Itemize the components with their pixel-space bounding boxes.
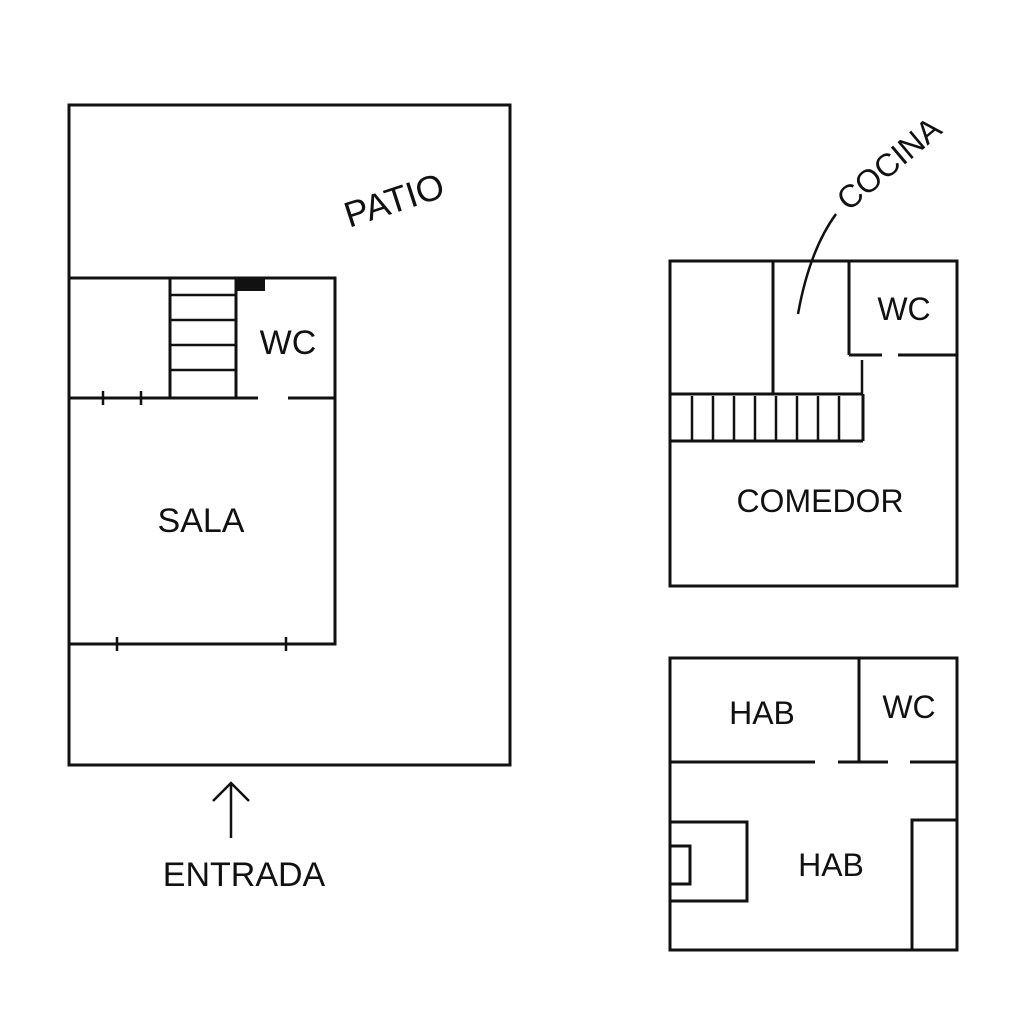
ground-floor-plan: PATIO WC SALA ENTRADA	[67, 103, 512, 894]
pillow-icon	[668, 844, 692, 886]
first-floor-plan: COCINA WC COMEDOR	[668, 109, 959, 588]
first-floor-outline	[668, 259, 959, 588]
wc-label: WC	[260, 324, 317, 362]
entrance-arrow-icon	[212, 781, 250, 838]
lot-outline	[67, 103, 512, 767]
cocina-leader-line	[796, 213, 838, 315]
cocina-label: COCINA	[830, 109, 949, 217]
sala-label: SALA	[158, 502, 245, 540]
comedor-label: COMEDOR	[736, 483, 903, 519]
second-floor-plan: HAB WC HAB	[668, 656, 959, 952]
interior-block-wall	[69, 276, 337, 646]
hab-label: HAB	[798, 847, 864, 883]
patio-label: PATIO	[339, 165, 449, 236]
staircase	[168, 278, 238, 398]
second-floor-outline	[668, 656, 959, 952]
column-marker	[237, 278, 265, 291]
wc-label: WC	[877, 291, 930, 327]
wardrobe-icon	[910, 818, 959, 952]
wc-label: WC	[882, 689, 935, 725]
staircase	[670, 394, 865, 443]
hab-label: HAB	[729, 695, 795, 731]
entrada-label: ENTRADA	[163, 856, 326, 894]
bed-icon	[668, 820, 749, 903]
